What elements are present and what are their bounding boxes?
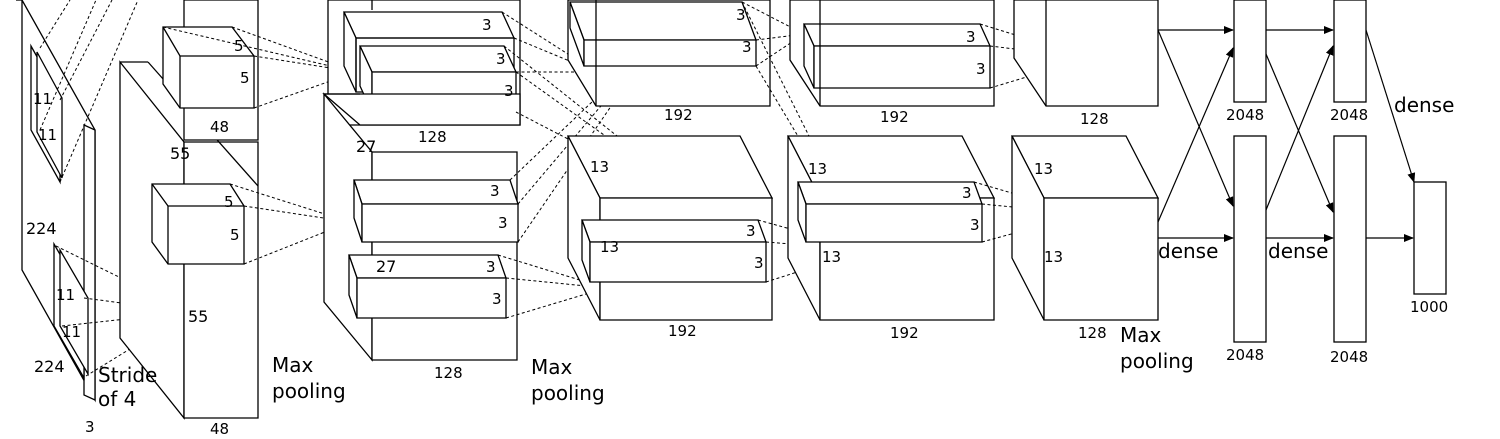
kernel2-bot-b-label: 5 — [230, 226, 240, 244]
maxpool1-label: Max pooling — [272, 353, 346, 403]
conv1-volume — [119, 0, 259, 420]
conv3-bot-depth-label: 192 — [668, 322, 697, 340]
kernel2-top-a-label: 5 — [234, 37, 244, 55]
conv3-top-depth-label: 192 — [664, 106, 693, 124]
conv1-top-depth-label: 48 — [210, 118, 229, 136]
conv2-bot-size-label: 27 — [376, 257, 396, 276]
fc2-top-size-label: 2048 — [1330, 106, 1368, 124]
maxpool3-line-2: pooling — [1120, 349, 1194, 373]
kernel5-top-2-label: 3 — [976, 60, 986, 78]
conv4-size-b-label: 13 — [822, 248, 841, 266]
dense2-label: dense — [1268, 239, 1328, 263]
kernel1-top-h-label: 11 — [33, 90, 52, 108]
fc1-bot-size-label: 2048 — [1226, 346, 1264, 364]
stride-label: Stride of 4 — [98, 363, 164, 411]
stride-line-2: of 4 — [98, 387, 136, 411]
maxpool3-line-1: Max — [1120, 323, 1162, 347]
conv5-volume — [1010, 0, 1160, 321]
conv4-bot-depth-label: 192 — [890, 324, 919, 342]
conv1-top-size-label: 55 — [170, 144, 190, 163]
conv1-bot-depth-label: 48 — [210, 420, 229, 438]
conv3-volume — [566, 0, 774, 321]
kernel3-top-1-label: 3 — [482, 16, 492, 34]
kernel5-bot-1-label: 3 — [962, 184, 972, 202]
kernel2-top-b-label: 5 — [240, 69, 250, 87]
conv5-size-b-label: 13 — [1044, 248, 1063, 266]
kernel3-bot-4-label: 3 — [492, 290, 502, 308]
kernel4-bot-1-label: 3 — [746, 222, 756, 240]
maxpool2-label: Max pooling — [531, 355, 605, 405]
fc-layers — [1233, 0, 1447, 343]
conv5-size-a-label: 13 — [1034, 160, 1053, 178]
input-depth-label: 3 — [85, 418, 95, 436]
conv2-top-size-label: 27 — [356, 137, 376, 156]
kernel5-bot-2-label: 3 — [970, 216, 980, 234]
conv1-bot-size-label: 55 — [188, 307, 208, 326]
dense3-label: dense — [1394, 93, 1454, 117]
conv5-top-depth-label: 128 — [1080, 110, 1109, 128]
maxpool1-line-2: pooling — [272, 379, 346, 403]
conv3-size-b-label: 13 — [600, 238, 619, 256]
input-height-label: 224 — [26, 219, 57, 238]
conv2-top-depth-label: 128 — [418, 128, 447, 146]
dense-connections — [1157, 26, 1416, 242]
kernel2-bot-a-label: 5 — [224, 193, 234, 211]
maxpool2-line-1: Max — [531, 355, 573, 379]
input-width-label: 224 — [34, 357, 65, 376]
maxpool1-line-1: Max — [272, 353, 314, 377]
kernel3-top-3-label: 3 — [504, 82, 514, 100]
maxpool3-label: Max pooling — [1120, 323, 1194, 373]
conv3-size-a-label: 13 — [590, 158, 609, 176]
kernel5-top-1-label: 3 — [966, 28, 976, 46]
dimension-labels: 224 224 3 11 11 11 11 Stride of 4 55 55 … — [26, 6, 1454, 438]
kernel3-bot-1-label: 3 — [490, 182, 500, 200]
kernel4-top-2-label: 3 — [742, 38, 752, 56]
input-volume — [16, 0, 96, 403]
kernel3-bot-2-label: 3 — [498, 214, 508, 232]
stride-line-1: Stride — [98, 363, 157, 387]
kernel1-bot-h-label: 11 — [56, 286, 75, 304]
dense1-label: dense — [1158, 239, 1218, 263]
kernel3-bot-3-label: 3 — [486, 258, 496, 276]
conv2-bot-depth-label: 128 — [434, 364, 463, 382]
conv4-size-a-label: 13 — [808, 160, 827, 178]
conv4-top-depth-label: 192 — [880, 108, 909, 126]
kernel1-top-w-label: 11 — [38, 126, 57, 144]
maxpool2-line-2: pooling — [531, 381, 605, 405]
kernel4-bot-2-label: 3 — [754, 254, 764, 272]
output-size-label: 1000 — [1410, 298, 1448, 316]
fc1-top-size-label: 2048 — [1226, 106, 1264, 124]
kernel4-top-1-label: 3 — [736, 6, 746, 24]
fc2-bot-size-label: 2048 — [1330, 348, 1368, 366]
kernel1-bot-w-label: 11 — [62, 323, 81, 341]
conv2-volume — [322, 0, 521, 362]
kernel3-top-2-label: 3 — [496, 50, 506, 68]
conv5-bot-depth-label: 128 — [1078, 324, 1107, 342]
